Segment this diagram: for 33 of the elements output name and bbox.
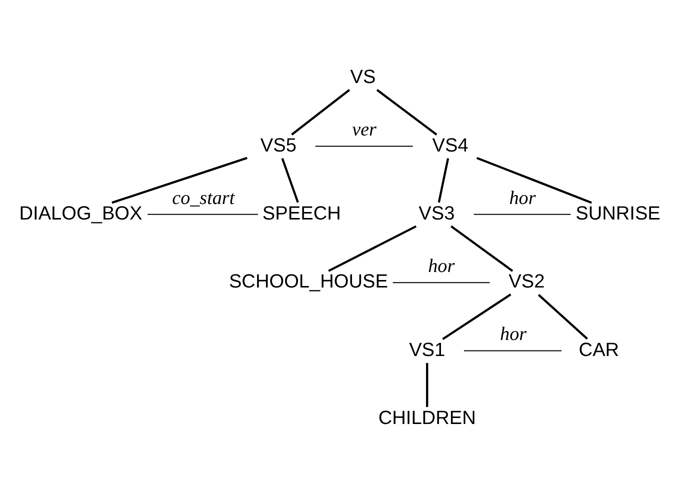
connector [538,293,588,340]
node-text: VS1 [409,339,446,360]
connector [147,213,258,214]
connector [112,156,248,204]
node-text: SUNRISE [576,202,660,224]
edge-label: co_start [172,187,235,208]
edge-label: hor [500,324,527,345]
node-text: DIALOG_BOX [19,202,142,224]
node-text: CHILDREN [378,408,476,428]
edge-label: hor [428,255,455,276]
connector [376,88,438,135]
edge-label: ver [352,119,376,140]
connector [442,293,512,340]
connector [314,145,414,146]
node-text: SCHOOL_HOUSE [228,271,388,292]
connector [328,224,417,272]
connector [438,158,450,202]
connector [464,350,562,351]
node-text: VS5 [260,134,297,156]
connector [392,282,490,283]
connector [426,362,428,406]
node-text: VS [350,66,376,88]
node-text: VS2 [508,271,545,292]
connector [476,156,592,204]
connector [281,158,299,202]
node-text: VS4 [432,134,468,156]
node-text: VS3 [418,202,455,224]
edge-label: hor [509,187,536,208]
connector [291,88,350,135]
node-text: SPEECH [262,202,341,224]
connector [473,213,572,214]
node-text: CAR [578,339,620,360]
connector [450,224,514,272]
